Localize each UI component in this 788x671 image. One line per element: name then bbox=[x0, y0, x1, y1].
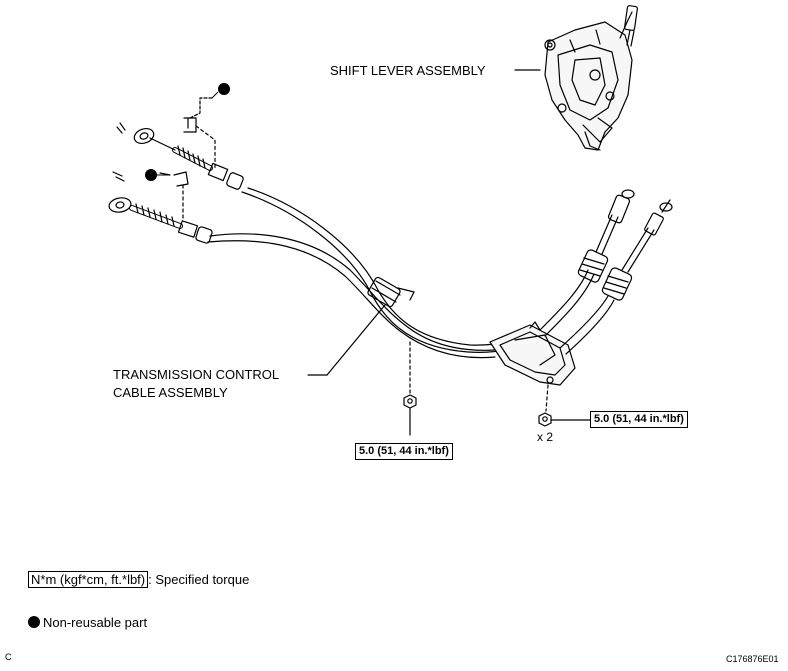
non-reusable-dot-icon bbox=[28, 616, 40, 628]
nut-icon bbox=[538, 412, 552, 427]
clip-icon bbox=[116, 122, 126, 134]
cable-label-line2: CABLE ASSEMBLY bbox=[113, 385, 228, 400]
torque-spec-center: 5.0 (51, 44 in.*lbf) bbox=[355, 443, 453, 460]
right-cables bbox=[539, 189, 673, 355]
non-reusable-dot-icon bbox=[218, 83, 230, 95]
cable-bracket-plate bbox=[489, 321, 576, 386]
quantity-label: x 2 bbox=[537, 430, 554, 444]
shift-lever-label: SHIFT LEVER ASSEMBLY bbox=[330, 63, 486, 78]
lower-retainer-clip bbox=[173, 171, 189, 187]
lower-cable-end bbox=[108, 171, 213, 244]
upper-cable-end bbox=[116, 122, 244, 190]
legend-torque-desc: : Specified torque bbox=[148, 572, 250, 587]
cable-leader-line bbox=[326, 304, 386, 376]
upper-clip-dash bbox=[195, 125, 216, 169]
clip-icon bbox=[112, 171, 125, 182]
non-reusable-dot-icon bbox=[145, 169, 157, 181]
right-bolt-dash bbox=[545, 384, 549, 412]
upper-retainer-clip bbox=[183, 117, 197, 133]
cable-bundle bbox=[207, 187, 546, 359]
upper-dot-leader bbox=[189, 97, 213, 119]
legend-torque-box: N*m (kgf*cm, ft.*lbf) bbox=[28, 571, 149, 588]
legend-nonreusable: Non-reusable part bbox=[28, 615, 147, 630]
nut-icon bbox=[403, 394, 417, 409]
figure-code: C176876E01 bbox=[726, 654, 779, 664]
legend-nonreusable-text: Non-reusable part bbox=[43, 615, 148, 630]
center-cable-bracket bbox=[367, 276, 415, 308]
torque-spec-right: 5.0 (51, 44 in.*lbf) bbox=[590, 411, 688, 428]
legend-torque: N*m (kgf*cm, ft.*lbf): Specified torque bbox=[28, 571, 250, 588]
corner-letter: C bbox=[5, 652, 12, 662]
shift-lever-assembly bbox=[544, 5, 638, 151]
cable-label-line1: TRANSMISSION CONTROL bbox=[113, 367, 280, 382]
